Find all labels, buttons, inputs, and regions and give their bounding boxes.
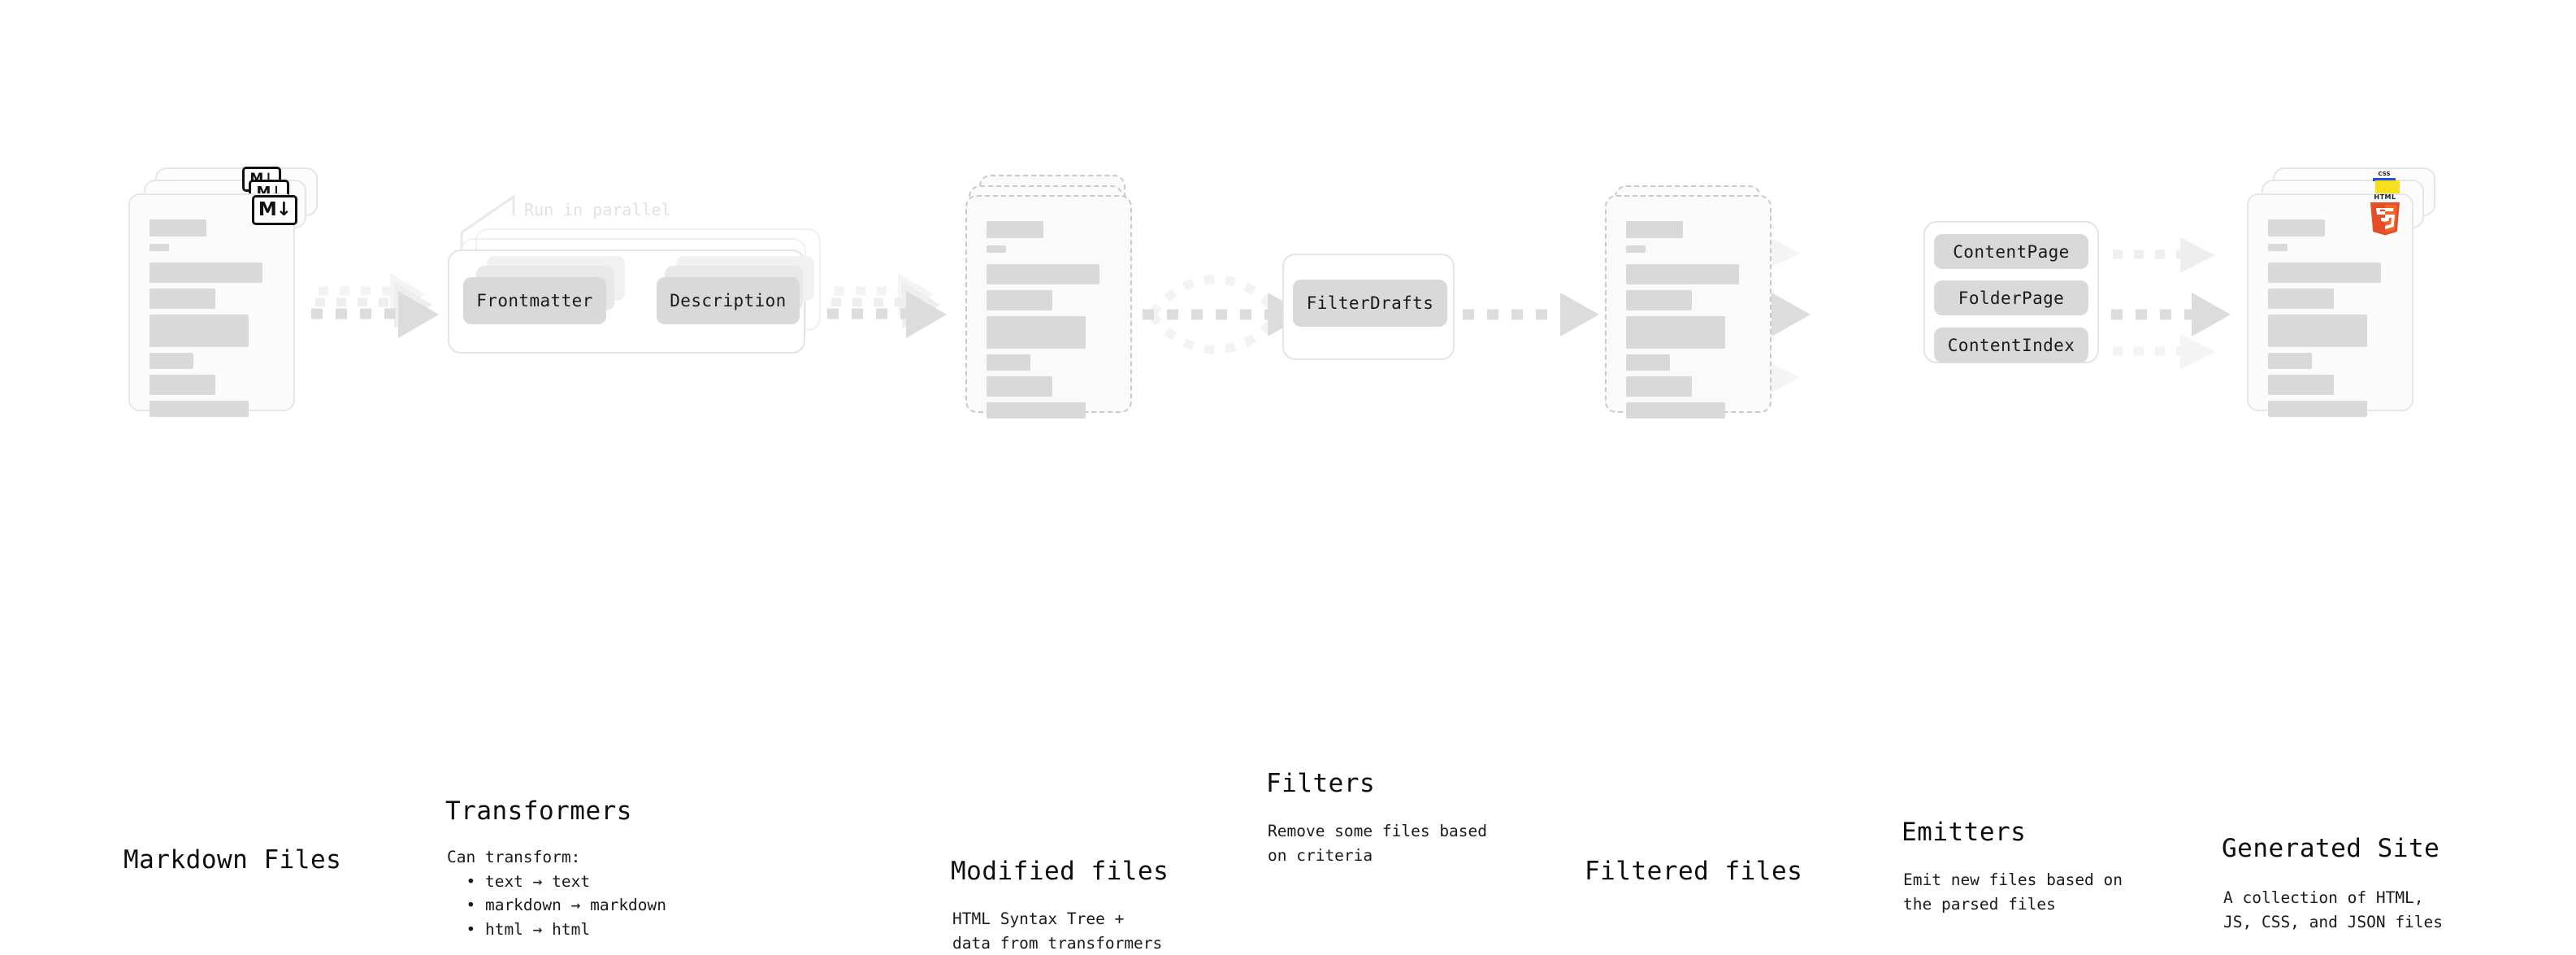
doc-bar (150, 244, 169, 251)
connector-filters-to-filtered (1463, 293, 1599, 336)
doc-bar (2268, 375, 2334, 395)
doc-bar (150, 375, 215, 395)
stage-title-filtered-files: Filtered files (1585, 857, 1803, 886)
doc-bar (150, 263, 262, 283)
doc-bar (987, 264, 1099, 284)
markdown-icon: M↓ (252, 195, 297, 225)
filter-chip-filterdrafts[interactable]: FilterDrafts (1293, 280, 1447, 327)
doc-bar (1626, 354, 1670, 371)
doc-bar (1626, 221, 1683, 238)
stage-title-emitters: Emitters (1902, 818, 2027, 847)
doc-bar (150, 401, 249, 417)
doc-bar (1626, 316, 1725, 349)
doc-bar (987, 376, 1052, 397)
doc-bar (2268, 315, 2367, 347)
connector-md-to-transformers (311, 273, 439, 338)
doc-bar (1626, 290, 1692, 310)
stage-desc-generated-site: A collection of HTML, JS, CSS, and JSON … (2223, 888, 2444, 931)
stage-desc-modified-files: HTML Syntax Tree + data from transformer… (952, 909, 1163, 953)
doc-bar (987, 290, 1052, 310)
transformer-chip-description[interactable]: Description (657, 277, 800, 324)
run-in-parallel-note: Run in parallel (524, 200, 671, 219)
doc-bar (2268, 401, 2367, 417)
doc-bar (1626, 245, 1646, 253)
doc-bar (2268, 289, 2334, 309)
doc-bar (987, 402, 1086, 419)
modified-card-front (965, 195, 1132, 419)
doc-bar (987, 221, 1043, 238)
connector-transformers-to-modified (827, 273, 947, 338)
stage-title-filters: Filters (1266, 769, 1376, 798)
doc-bar (150, 353, 193, 369)
transformer-chip-frontmatter[interactable]: Frontmatter (463, 277, 606, 324)
doc-bar (2268, 219, 2325, 237)
html5-icon: HTML (2366, 192, 2404, 236)
diagram-canvas: .dot { stroke:#e0e0e0; stroke-width:11; … (124, 167, 2443, 953)
stage-title-generated-site: Generated Site (2222, 834, 2440, 863)
svg-text:CSS: CSS (2378, 171, 2390, 177)
site-card-front (2247, 193, 2413, 417)
stage-desc-filters: Remove some files based on criteria (1268, 822, 1488, 865)
doc-bar (1626, 264, 1739, 284)
doc-bar (150, 219, 206, 237)
emitter-chip-contentpage[interactable]: ContentPage (1934, 234, 2088, 269)
css-icon: CSS (2371, 169, 2397, 182)
doc-bar (1626, 376, 1692, 397)
doc-bar (150, 289, 215, 309)
doc-bar (2268, 353, 2312, 369)
doc-bar (1626, 402, 1725, 419)
svg-text:HTML: HTML (2374, 193, 2396, 201)
stage-title-markdown-files: Markdown Files (124, 845, 342, 875)
stage-desc-transformers: Can transform: • text → text • markdown … (447, 848, 667, 939)
doc-bar (2268, 244, 2288, 251)
connector-emitters-to-site (2111, 237, 2231, 370)
filtered-card-front (1605, 195, 1772, 419)
stage-desc-emitters: Emit new files based on the parsed files (1903, 870, 2123, 914)
emitter-chip-folderpage[interactable]: FolderPage (1934, 280, 2088, 315)
stage-title-modified-files: Modified files (951, 857, 1169, 886)
doc-bar (987, 245, 1006, 253)
emitter-chip-contentindex[interactable]: ContentIndex (1934, 328, 2088, 362)
js-icon (2375, 180, 2400, 197)
markdown-card-front (128, 193, 295, 417)
stage-title-transformers: Transformers (445, 797, 632, 826)
doc-bar (2268, 263, 2381, 283)
doc-bar (987, 316, 1086, 349)
doc-bar (150, 315, 249, 347)
doc-bar (987, 354, 1030, 371)
